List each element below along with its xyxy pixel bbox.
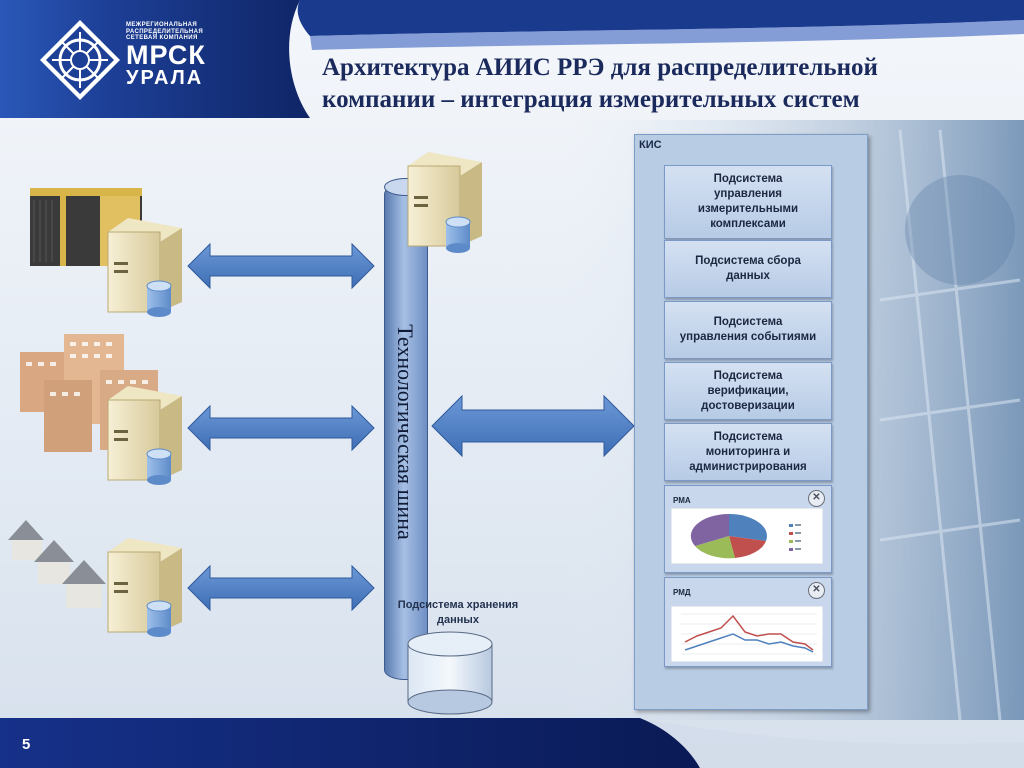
subsystem-data-collection: Подсистема сбора данных [664, 240, 832, 298]
pie-slice [729, 514, 767, 541]
subsystem-measuring-complexes: Подсистема управления измерительными ком… [664, 165, 832, 239]
storage-label-line2: данных [437, 614, 479, 626]
database-icon [146, 280, 172, 317]
close-icon[interactable]: ✕ [808, 582, 825, 599]
subsystem-line: управления [714, 188, 782, 200]
pma-workstation-panel: РМА ✕ [664, 485, 832, 573]
pie-chart-thumbnail [671, 508, 823, 564]
subsystem-line: измерительными [697, 203, 799, 215]
database-icon [146, 448, 172, 485]
subsystem-event-management: Подсистема управления событиями [664, 301, 832, 359]
page-title-line1: Архитектура АИИС РРЭ для распределительн… [322, 54, 878, 81]
subsystem-line: Подсистема [713, 173, 783, 185]
page-title-line2: компании – интеграция измерительных сист… [322, 86, 860, 113]
subsystem-line: комплексами [710, 218, 786, 230]
technology-bus [384, 184, 428, 680]
page-title: Архитектура АИИС РРЭ для распределительн… [322, 52, 1012, 116]
storage-database-icon [407, 631, 493, 715]
storage-label-line1: Подсистема хранения [397, 599, 519, 611]
server-icon [107, 538, 182, 633]
subsystem-line: верификации, [707, 384, 789, 397]
line-chart-thumbnail [671, 606, 823, 662]
logo-tagline-3: СЕТЕВАЯ КОМПАНИЯ [126, 35, 198, 41]
pma-label: РМА [673, 496, 691, 505]
subsystem-line: Подсистема [713, 430, 783, 443]
kis-title: КИС [639, 139, 662, 151]
bidirectional-arrow-to-kis [431, 394, 635, 458]
line-series [684, 633, 814, 653]
pie-slice [695, 536, 735, 559]
technology-bus-label: Технологическая шина [393, 324, 418, 540]
subsystem-line: мониторинга и [705, 445, 791, 458]
bidirectional-arrow [187, 404, 375, 452]
subsystem-line: Подсистема [713, 316, 783, 328]
logo-tagline-1: МЕЖРЕГИОНАЛЬНАЯ [126, 22, 198, 28]
logo-emblem-icon [40, 20, 120, 100]
logo-brand-sub: УРАЛА [126, 66, 204, 89]
bidirectional-arrow [187, 242, 375, 290]
page-number: 5 [22, 736, 31, 753]
pie-slice [729, 536, 766, 558]
pmd-label: РМД [673, 588, 691, 597]
subsystem-verification: Подсистема верификации, достоверизации [664, 362, 832, 420]
line-series [684, 614, 814, 651]
logo-brand: МРСК [126, 39, 206, 70]
database-icon [445, 216, 471, 253]
pie-slice [690, 513, 729, 546]
storage-label: Подсистема хранения данных [388, 598, 528, 628]
close-icon[interactable]: ✕ [808, 490, 825, 507]
bus-server [407, 152, 482, 253]
subsystem-monitoring: Подсистема мониторинга и администрирован… [664, 423, 832, 481]
logo-tagline-2: РАСПРЕДЕЛИТЕЛЬНАЯ [126, 28, 204, 35]
subsystem-line: достоверизации [701, 399, 795, 412]
database-icon [146, 600, 172, 637]
subsystem-line: управления событиями [679, 331, 817, 343]
left-endpoints [8, 188, 635, 637]
subsystem-line: данных [726, 270, 770, 282]
bidirectional-arrow [187, 564, 375, 612]
houses-icon [8, 520, 106, 608]
kis-panel: КИС Подсистема управления измерительными… [634, 134, 868, 710]
subsystem-line: администрирования [689, 460, 807, 473]
server-icon [407, 152, 482, 247]
subsystem-line: Подсистема [713, 369, 783, 382]
pmd-workstation-panel: РМД ✕ [664, 577, 832, 667]
subsystem-line: Подсистема сбора [695, 255, 801, 267]
pie-legend [789, 524, 801, 551]
